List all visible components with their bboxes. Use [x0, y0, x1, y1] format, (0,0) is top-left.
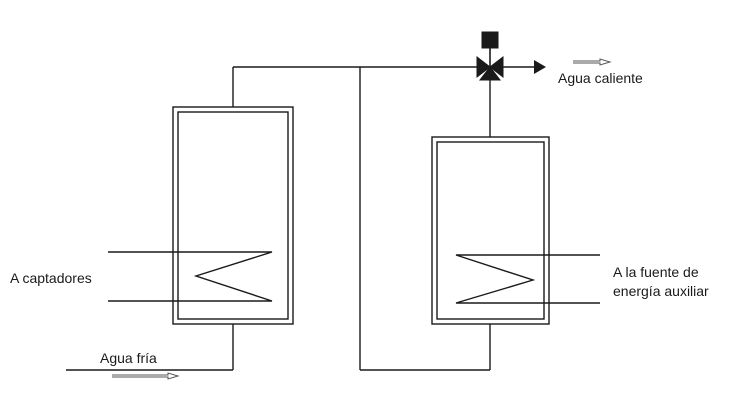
aux-energy-label-line1: A la fuente de	[613, 264, 699, 280]
aux-energy-label-line2: energía auxiliar	[613, 283, 709, 299]
auxiliary-tank	[431, 136, 550, 325]
solar-storage-tank	[172, 106, 294, 325]
valve-right-port	[489, 55, 504, 79]
collector-coil	[108, 251, 273, 302]
hot-water-label: Agua caliente	[558, 70, 643, 86]
piping	[66, 66, 542, 371]
three-way-valve	[476, 31, 504, 81]
valve-actuator	[481, 31, 499, 49]
valve-bottom-port	[478, 66, 502, 81]
auxiliary-coil	[455, 254, 600, 304]
tank-inner-wall	[177, 111, 289, 320]
cold-water-flow-arrow	[112, 372, 180, 380]
cold-water-label: Agua fría	[100, 350, 157, 366]
tank-outer-wall	[172, 106, 294, 325]
valve-left-port	[476, 55, 491, 79]
hot-water-flow-arrow	[573, 58, 612, 66]
collectors-label: A captadores	[10, 270, 92, 286]
aux-tank-outer-wall	[431, 136, 550, 325]
flow-arrowhead	[534, 60, 546, 74]
flow-direction-arrows	[112, 58, 612, 380]
aux-tank-inner-wall	[436, 141, 545, 320]
